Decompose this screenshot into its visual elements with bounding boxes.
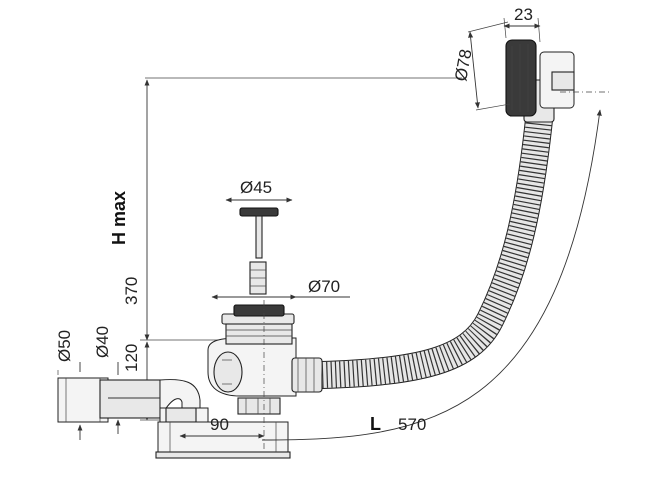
w23-label: 23: [514, 5, 533, 24]
overflow-hose: [321, 108, 554, 389]
l-dimension: L 570: [261, 91, 612, 441]
outlet-diameter-dimensions: Ø50 Ø40: [55, 326, 121, 440]
drain-body: [155, 304, 323, 459]
d70-label: Ø70: [308, 277, 340, 296]
d78-label: Ø78: [451, 48, 475, 83]
h-max-label: H max: [109, 191, 129, 245]
h-low-label: 120: [122, 344, 141, 372]
w90-label: 90: [210, 415, 229, 434]
d70-dimension: Ø70: [211, 277, 350, 300]
d45-label: Ø45: [240, 178, 272, 197]
d50-label: Ø50: [55, 330, 74, 362]
d45-dimension: Ø45: [225, 178, 293, 203]
w90-dimension: 90: [179, 300, 265, 450]
plug-assembly: [239, 207, 279, 295]
l-letter: L: [370, 414, 381, 434]
h-value-label: 370: [122, 277, 141, 305]
overflow-dimensions: Ø78 23: [451, 5, 541, 111]
d40-label: Ø40: [93, 326, 112, 358]
l-value: 570: [398, 415, 426, 434]
h-max-dimension: H max 370 120: [109, 77, 462, 421]
overflow-head: [505, 39, 575, 123]
